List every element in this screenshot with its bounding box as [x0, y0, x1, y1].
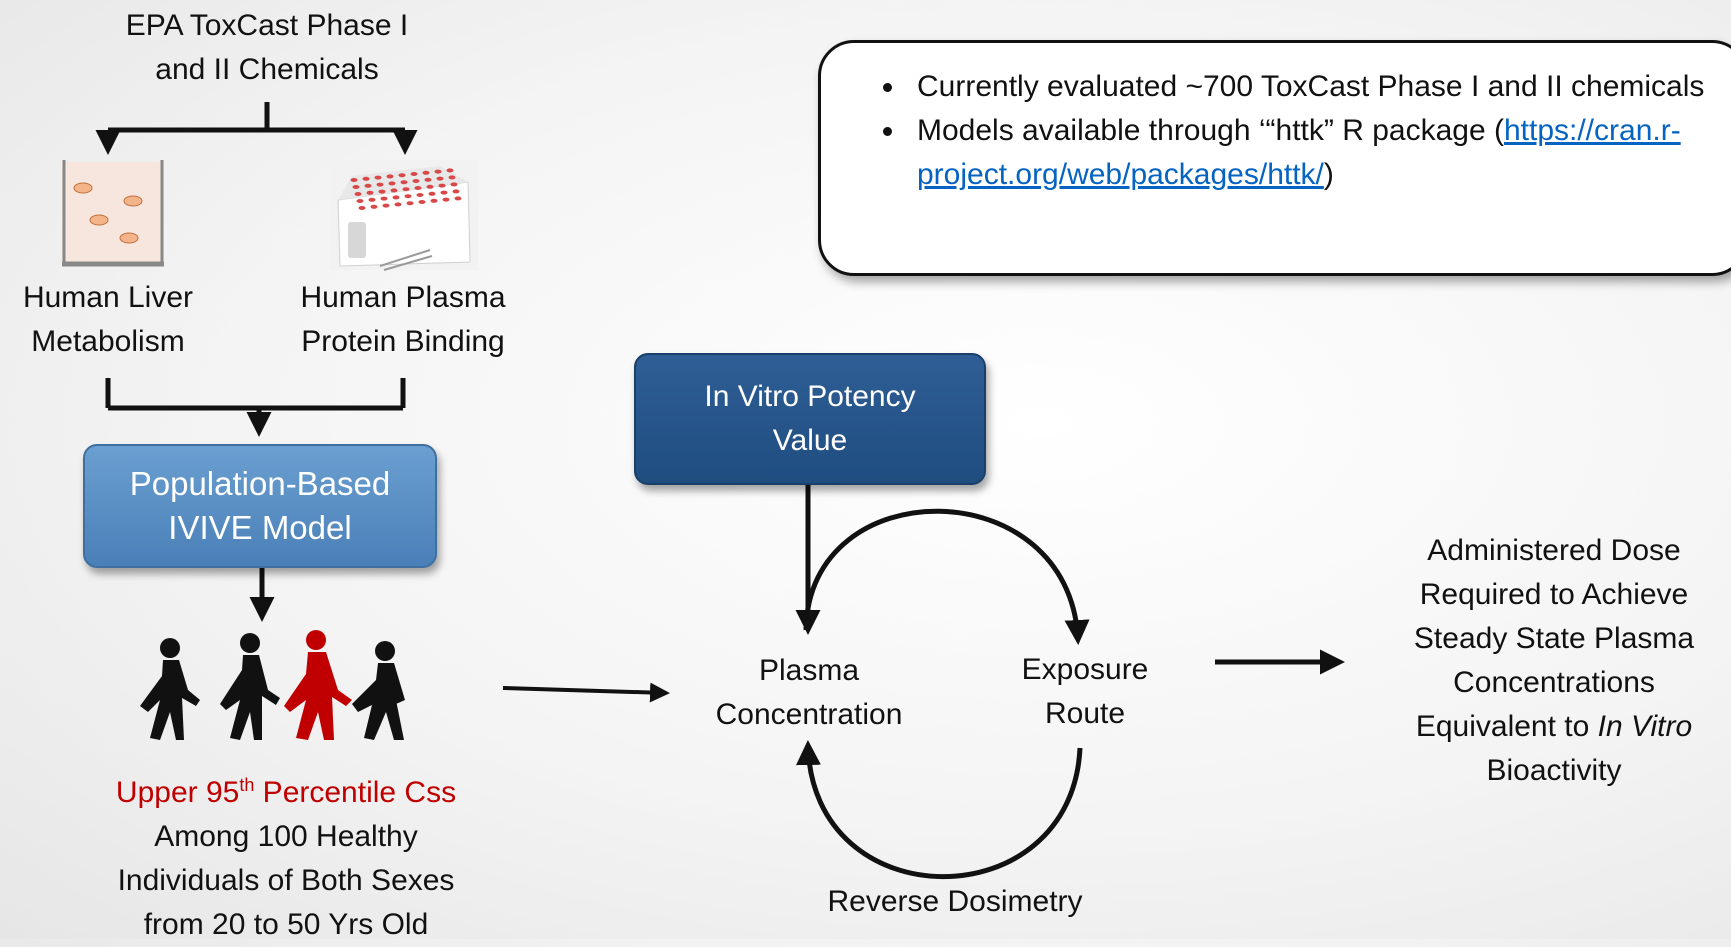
plasma-concentration-line2: Concentration [715, 698, 903, 731]
well-dot [436, 176, 444, 181]
well-dot [374, 175, 382, 180]
plasma-binding-line1: Human Plasma [300, 281, 506, 314]
well-dot [446, 168, 454, 173]
cycle-lower-arrow [795, 740, 1083, 879]
output-line2: Required to Achieve [1419, 578, 1689, 611]
top-branch-connector [95, 102, 418, 155]
output-line6: Bioactivity [1486, 754, 1622, 787]
output-line1: Administered Dose [1427, 534, 1681, 567]
source-label-line2: and II Chemicals [155, 53, 379, 86]
well-dot [354, 192, 362, 196]
info-bullet-2: Models available through ‘“httk” R packa… [907, 109, 1705, 197]
well-dot [426, 184, 434, 189]
well-dot [394, 202, 402, 207]
well-dot [424, 177, 432, 182]
ivive-model-line2: IVIVE Model [168, 509, 352, 546]
plasma-binding-label: Human Plasma Protein Binding [276, 276, 530, 364]
exposure-route-line1: Exposure [1021, 653, 1149, 686]
population-to-plasma-arrow [502, 682, 670, 703]
well-dot [440, 190, 448, 195]
well-dot [400, 180, 408, 185]
well-dot [398, 173, 406, 178]
well-dot [370, 204, 378, 209]
well-dot [454, 196, 462, 201]
well-dot [364, 183, 372, 188]
well-dot [416, 193, 424, 197]
well-dot [448, 175, 456, 180]
exposure-route-line2: Route [1044, 697, 1126, 730]
well-dot [442, 197, 450, 202]
output-line4: Concentrations [1453, 666, 1655, 699]
well-dot [404, 194, 412, 199]
cycle-upper-arrow [803, 508, 1090, 645]
well-dot [362, 176, 370, 181]
well-dot [380, 196, 388, 201]
well-dot [438, 183, 446, 188]
liver-label: Human Liver Metabolism [0, 276, 216, 364]
well-dot [410, 172, 418, 176]
population-label: Upper 95th Percentile Css Among 100 Heal… [60, 771, 512, 947]
info-callout: Currently evaluated ~700 ToxCast Phase I… [818, 40, 1731, 276]
liver-cells-icon [62, 160, 164, 267]
well-dot [434, 169, 442, 174]
well-dot [386, 174, 394, 179]
liver-label-line2: Metabolism [31, 325, 185, 358]
httk-link[interactable]: https://cran.r-project.org/web/packages/… [917, 114, 1681, 191]
exposure-route-label: Exposure Route [1000, 648, 1170, 736]
well-dot [430, 198, 438, 203]
well-dot [388, 181, 396, 186]
liver-label-line1: Human Liver [22, 281, 194, 314]
source-label-line1: EPA ToxCast Phase I [125, 9, 409, 42]
ivive-model-box: Population-Based IVIVE Model [83, 444, 437, 568]
well-dot [366, 190, 374, 195]
reverse-dosimetry-text: Reverse Dosimetry [827, 885, 1083, 918]
well-dot [358, 206, 366, 210]
well-dot [414, 186, 422, 190]
potency-line1: In Vitro Potency [704, 380, 916, 413]
well-dot [378, 189, 386, 194]
population-line3: Individuals of Both Sexes [117, 864, 455, 897]
source-label: EPA ToxCast Phase I and II Chemicals [86, 4, 448, 92]
well-dot [392, 195, 400, 200]
percentile-label: Upper 95th Percentile Css [115, 775, 457, 809]
well-dot [452, 189, 460, 194]
well-dot [368, 197, 376, 202]
well-dot [390, 188, 398, 193]
ivive-model-line1: Population-Based [129, 465, 391, 502]
output-line3: Steady State Plasma [1413, 622, 1695, 655]
well-dot [428, 191, 436, 196]
output-label: Administered Dose Required to Achieve St… [1384, 529, 1724, 793]
plasma-concentration-line1: Plasma [758, 654, 860, 687]
people-group-icon [140, 630, 405, 740]
plasma-concentration-label: Plasma Concentration [680, 649, 938, 737]
well-dot [350, 178, 358, 182]
reverse-dosimetry-label: Reverse Dosimetry [780, 880, 1130, 924]
well-dot [352, 185, 360, 189]
potency-box: In Vitro Potency Value [634, 353, 986, 485]
well-dot [402, 187, 410, 192]
plasma-binding-line2: Protein Binding [301, 325, 505, 358]
potency-line2: Value [772, 424, 848, 457]
well-dot [382, 203, 390, 208]
well-plate-icon [330, 160, 478, 271]
well-dot [450, 182, 458, 187]
well-dot [412, 179, 420, 183]
output-line5: Equivalent to In Vitro [1415, 710, 1693, 743]
well-dot [376, 182, 384, 187]
population-line4: from 20 to 50 Yrs Old [143, 908, 429, 941]
merge-connector [105, 378, 406, 437]
well-dot [356, 199, 364, 203]
info-bullet-1: Currently evaluated ~700 ToxCast Phase I… [907, 65, 1705, 109]
well-dot [406, 201, 414, 206]
well-dot [418, 200, 426, 204]
population-line2: Among 100 Healthy [154, 820, 418, 853]
well-dot [422, 170, 430, 175]
